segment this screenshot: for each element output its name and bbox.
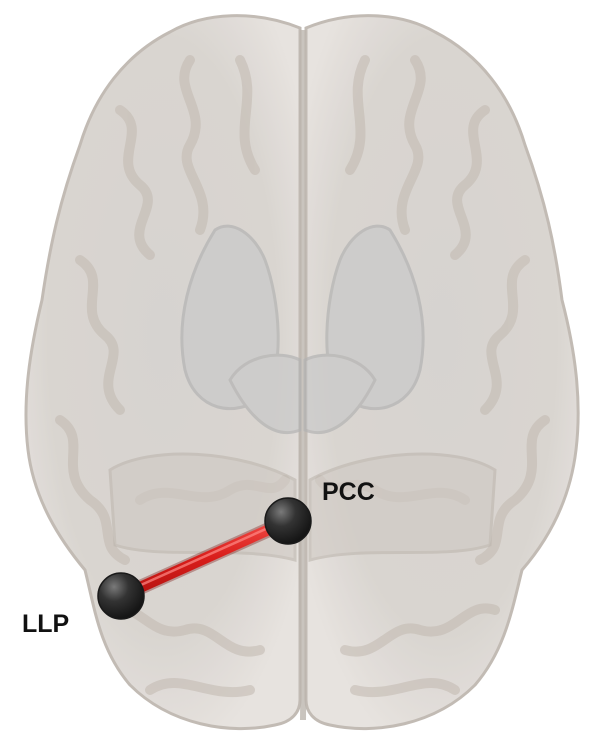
node-label-llp: LLP [22, 610, 69, 638]
node-label-pcc: PCC [322, 478, 375, 506]
node-pcc [265, 498, 311, 544]
brain-icon [26, 16, 578, 729]
node-llp [98, 573, 144, 619]
